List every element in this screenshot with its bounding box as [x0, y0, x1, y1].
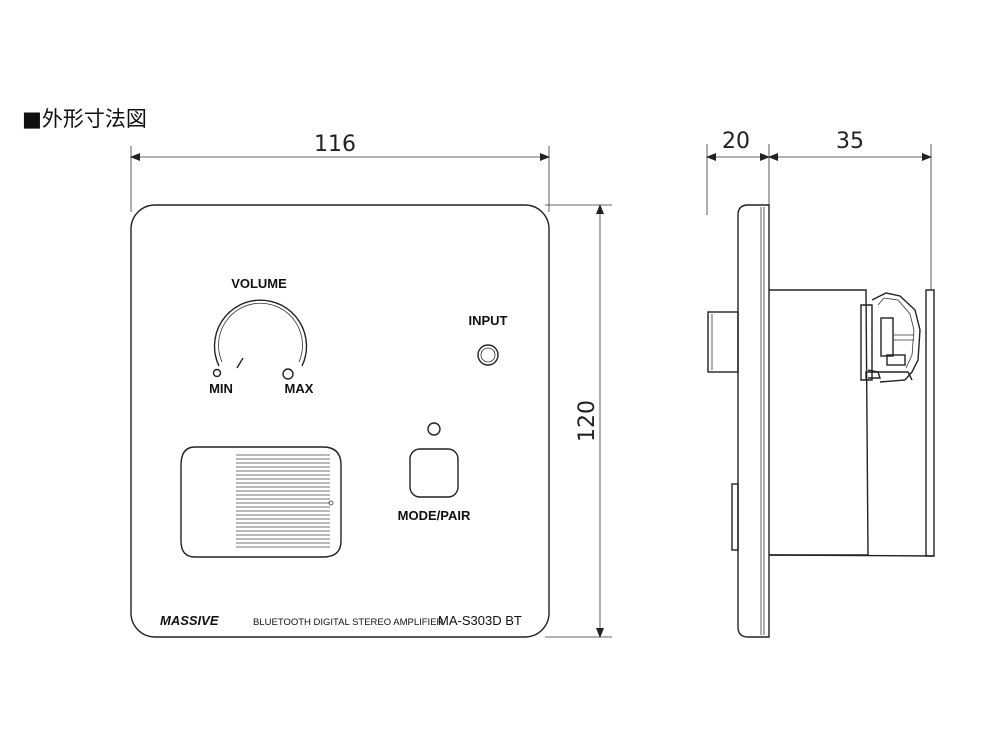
- input-jack: [477, 344, 499, 366]
- height-dimension: 120: [545, 204, 612, 638]
- side-jack: [731, 483, 739, 551]
- width-label: 116: [314, 132, 356, 157]
- max-label: MAX: [285, 381, 314, 396]
- max-dot: [282, 368, 294, 380]
- input-label: INPUT: [469, 313, 508, 328]
- height-label: 120: [575, 400, 600, 442]
- brand-logo: MASSIVE: [160, 613, 219, 628]
- side-front-depth-label: 20: [722, 129, 750, 154]
- volume-knob: [212, 299, 308, 380]
- front-panel: VOLUME MIN MAX INPUT MODE/PAIR MASSIVE B…: [130, 204, 550, 638]
- width-dimension: 116: [130, 132, 550, 212]
- side-back-depth-label: 35: [836, 129, 864, 154]
- product-description: BLUETOOTH DIGITAL STEREO AMPLIFIER: [253, 617, 444, 628]
- status-led: [427, 422, 441, 436]
- mode-pair-label: MODE/PAIR: [398, 508, 471, 523]
- min-dot: [212, 368, 222, 378]
- side-view: [707, 204, 935, 638]
- mode-pair-button: [409, 448, 459, 498]
- side-knob: [707, 311, 739, 373]
- speaker-grille: [180, 446, 342, 558]
- min-label: MIN: [209, 381, 233, 396]
- side-dimensions: 20 35: [706, 129, 932, 290]
- drawing-title: ■外形寸法図: [22, 107, 147, 131]
- model-number: MA-S303D BT: [438, 613, 522, 628]
- volume-label: VOLUME: [231, 276, 287, 291]
- back-plate: [925, 289, 935, 557]
- rear-connector: [860, 292, 921, 383]
